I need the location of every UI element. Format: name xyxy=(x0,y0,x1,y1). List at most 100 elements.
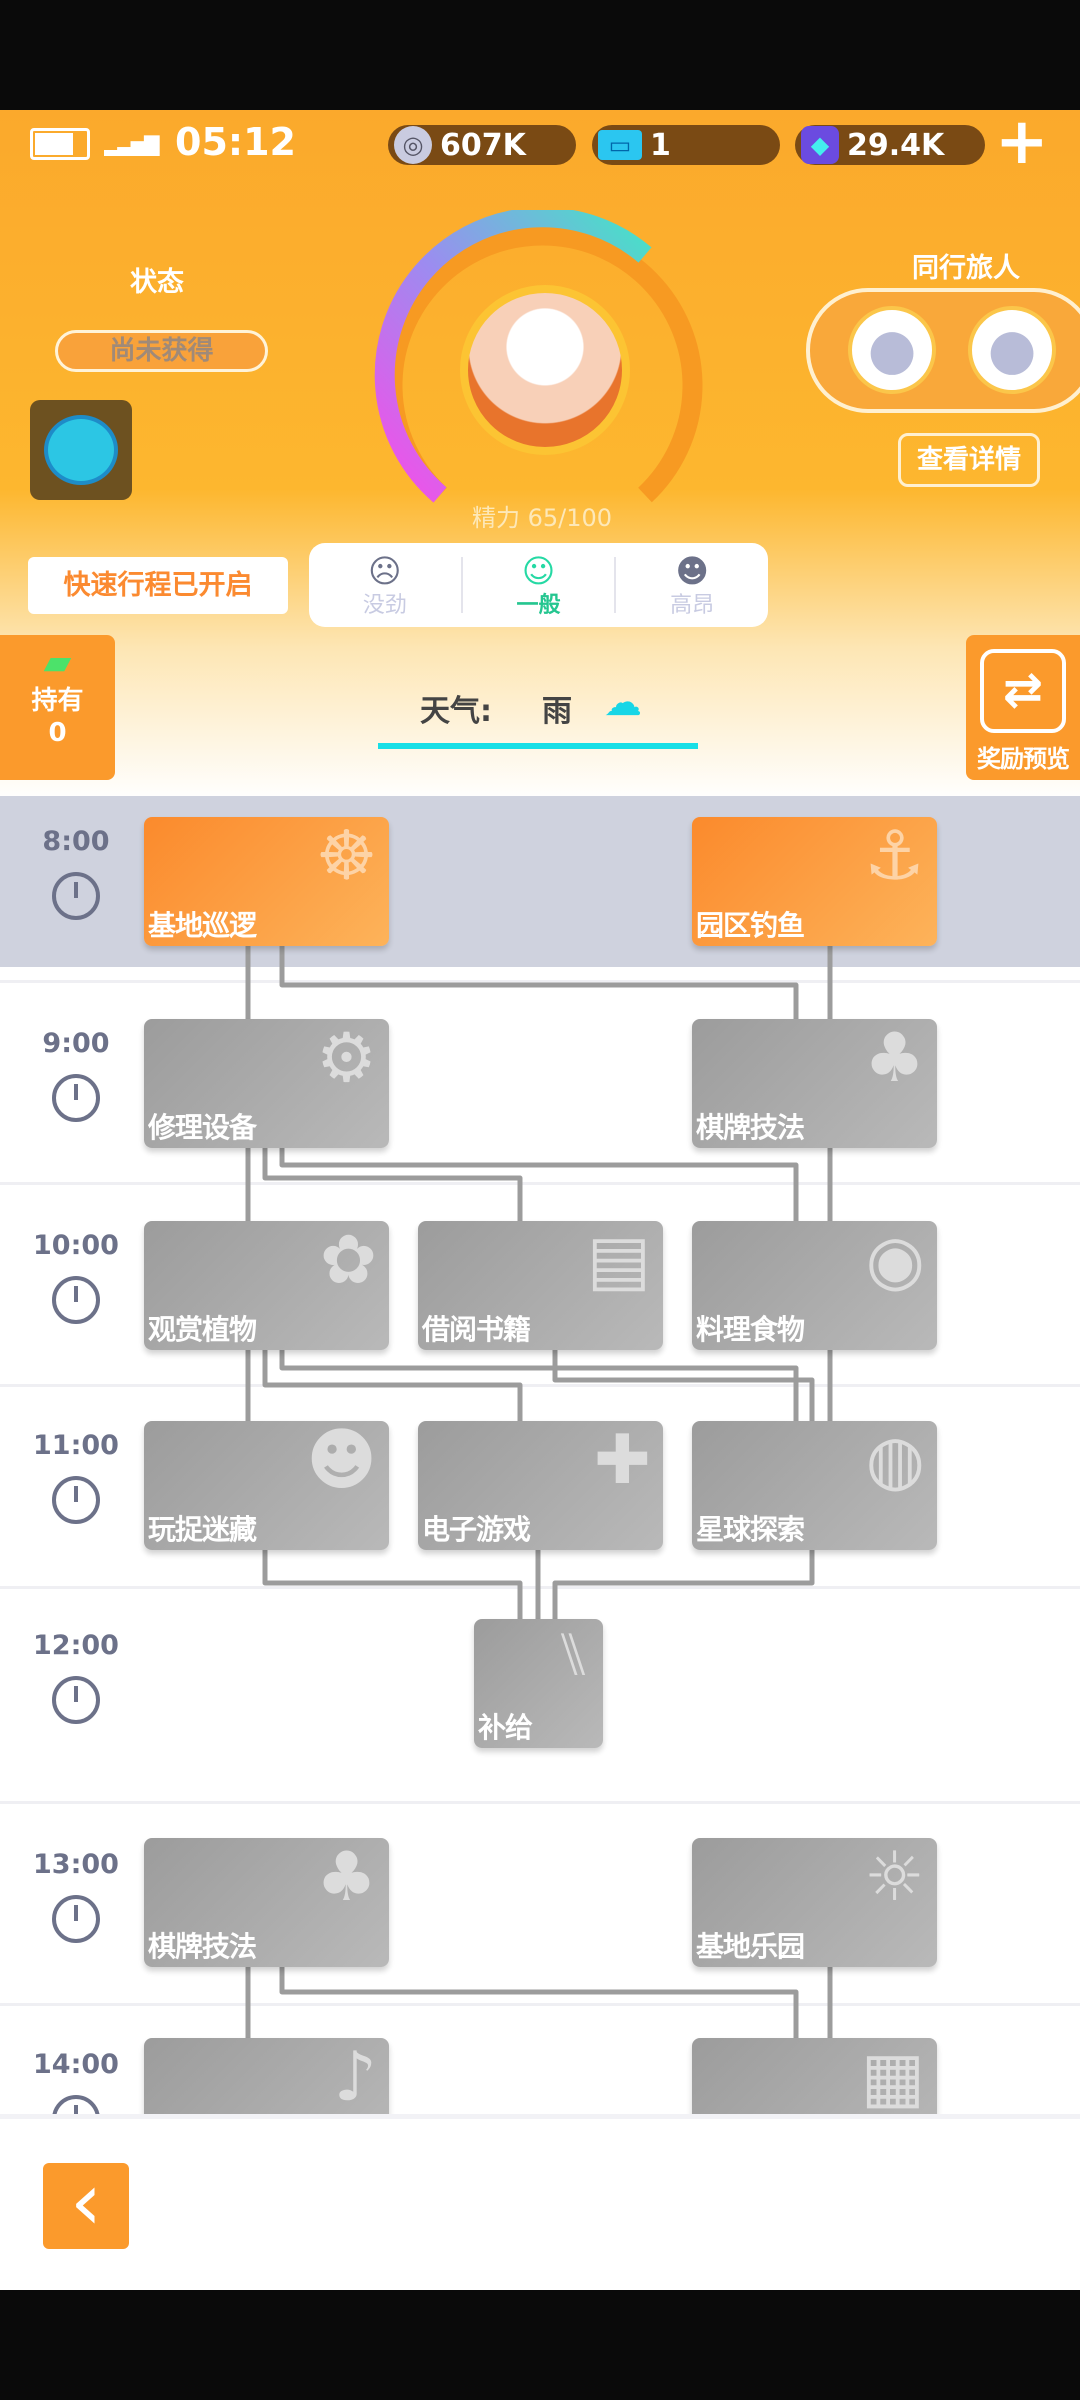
clock-icon xyxy=(52,1074,100,1122)
top-black-bar xyxy=(0,0,1080,110)
spoon-chopsticks-icon: ⑊ xyxy=(555,1620,591,1690)
clock-icon xyxy=(52,1276,100,1324)
weather-label: 天气: xyxy=(420,694,492,729)
clock-time: 05:12 xyxy=(175,120,296,164)
microphone-icon: ♪ xyxy=(333,2038,377,2114)
add-currency-button[interactable]: + xyxy=(995,105,1049,179)
activity-card-cards[interactable]: ♣ 棋牌技法 xyxy=(692,1019,937,1148)
mood-selector: ☹ 没劲 ☺一般 ☻ 高昂 xyxy=(309,543,768,627)
time-label: 8:00 xyxy=(42,826,110,857)
activity-card-cards-2[interactable]: ♣ 棋牌技法 xyxy=(144,1838,389,1967)
activity-label: 借阅书籍 xyxy=(422,1313,531,1346)
puzzle-icon: ▦ xyxy=(860,2038,925,2114)
currency-coin[interactable]: ◎607K xyxy=(388,125,576,165)
mood-option-tired[interactable]: ☹ 没劲 xyxy=(309,550,461,620)
companion-slot-2-icon[interactable]: ● xyxy=(968,306,1056,394)
companion-slot-1-icon[interactable]: ● xyxy=(848,306,936,394)
mood-option-normal[interactable]: ☺一般 xyxy=(463,550,615,620)
time-label: 11:00 xyxy=(33,1430,119,1461)
swap-arrows-icon: ⇄ xyxy=(980,649,1066,733)
hiding-face-icon: ☻ xyxy=(306,1421,377,1500)
quick-trip-button[interactable]: 快速行程已开启 xyxy=(28,557,288,614)
view-details-button[interactable]: 查看详情 xyxy=(898,433,1040,487)
playing-card-icon: ♣ xyxy=(864,1019,925,1098)
status-value-pill: 尚未获得 xyxy=(55,330,268,372)
activity-card-cooking[interactable]: ◉ 料理食物 xyxy=(692,1221,937,1350)
companions-title: 同行旅人 xyxy=(912,253,1020,284)
hold-count: 0 xyxy=(48,718,67,748)
sad-face-icon: ☹ xyxy=(368,552,402,590)
book-icon: ▤ xyxy=(586,1221,651,1300)
activity-card-books[interactable]: ▤ 借阅书籍 xyxy=(418,1221,663,1350)
clock-icon xyxy=(52,1476,100,1524)
reward-preview-button[interactable]: ⇄ 奖励预览 xyxy=(966,635,1080,780)
activity-card-karaoke[interactable]: ♪ xyxy=(144,2038,389,2114)
crystal-value: 29.4K xyxy=(847,127,945,163)
activity-card-planet-explore[interactable]: ◍ 星球探索 xyxy=(692,1421,937,1550)
activity-card-supply[interactable]: ⑊ 补给 xyxy=(474,1619,603,1748)
character-avatar[interactable] xyxy=(460,285,630,455)
activity-card-hide-and-seek[interactable]: ☻ 玩捉迷藏 xyxy=(144,1421,389,1550)
activity-label: 园区钓鱼 xyxy=(696,909,805,942)
gamepad-icon: ✚ xyxy=(594,1421,651,1500)
fish-hook-icon: ⚓ xyxy=(864,817,925,896)
reward-label: 奖励预览 xyxy=(977,745,1070,773)
clock-icon xyxy=(52,872,100,920)
food-icon: ◉ xyxy=(865,1221,925,1300)
mood-label: 没劲 xyxy=(362,593,407,618)
status-title: 状态 xyxy=(130,267,184,298)
row-separator xyxy=(0,980,1080,983)
activity-label: 星球探索 xyxy=(696,1513,805,1546)
grin-face-icon: ☻ xyxy=(675,552,709,590)
activity-label: 玩捉迷藏 xyxy=(148,1513,257,1546)
ferris-wheel-icon: ☼ xyxy=(864,1838,925,1917)
activity-label: 基地巡逻 xyxy=(148,909,257,942)
timeline[interactable]: 8:00 9:00 10:00 11:00 12:00 13:00 14:00 … xyxy=(0,796,1080,2114)
ticket-icon: ▭ xyxy=(598,130,642,160)
currency-ticket[interactable]: ▭1 xyxy=(592,125,780,165)
ticket-value: 1 xyxy=(650,127,671,163)
mood-label: 高昂 xyxy=(670,593,715,618)
row-separator xyxy=(0,1384,1080,1387)
row-separator xyxy=(0,1801,1080,1804)
pacman-chat-button[interactable] xyxy=(30,400,132,500)
potion-icon: ▰ xyxy=(43,642,72,683)
activity-label: 棋牌技法 xyxy=(148,1930,257,1963)
currency-crystal[interactable]: ◆29.4K xyxy=(795,125,985,165)
activity-card-amusement-park[interactable]: ☼基地乐园 xyxy=(692,1838,937,1967)
time-label: 12:00 xyxy=(33,1630,119,1661)
rain-cloud-icon: ☁ xyxy=(604,680,642,724)
signal-icon: ▂▃▅▇ xyxy=(104,132,160,156)
sprout-icon: ✿ xyxy=(320,1221,377,1300)
crystal-icon: ◆ xyxy=(801,126,839,164)
steering-wheel-icon: ☸ xyxy=(316,817,377,896)
activity-label: 修理设备 xyxy=(148,1111,257,1144)
hold-item-button[interactable]: ▰ 持有 0 xyxy=(0,635,115,780)
activity-label: 棋牌技法 xyxy=(696,1111,805,1144)
mood-label: 一般 xyxy=(516,593,561,618)
row-separator xyxy=(0,2003,1080,2006)
weather-underline xyxy=(378,743,698,749)
activity-card-repair[interactable]: ⚙ 修理设备 xyxy=(144,1019,389,1148)
back-button[interactable]: ‹ xyxy=(43,2162,129,2249)
playing-card-icon: ♣ xyxy=(316,1838,377,1917)
activity-card-base-patrol[interactable]: ☸ 基地巡逻 xyxy=(144,817,389,946)
mood-option-excited[interactable]: ☻ 高昂 xyxy=(616,550,768,620)
bottom-black-bar xyxy=(0,2290,1080,2400)
activity-card-puzzle[interactable]: ▦ xyxy=(692,2038,937,2114)
activity-card-video-games[interactable]: ✚电子游戏 xyxy=(418,1421,663,1550)
activity-card-plants[interactable]: ✿观赏植物 xyxy=(144,1221,389,1350)
coin-icon: ◎ xyxy=(394,126,432,164)
clock-icon xyxy=(52,1676,100,1724)
gear-icon: ⚙ xyxy=(316,1019,377,1098)
row-separator xyxy=(0,1182,1080,1185)
activity-label: 补给 xyxy=(478,1711,533,1744)
hold-label: 持有 xyxy=(31,686,84,716)
activity-card-fishing[interactable]: ⚓ 园区钓鱼 xyxy=(692,817,937,946)
footer-bar xyxy=(0,2114,1080,2290)
time-label: 10:00 xyxy=(33,1230,119,1261)
planet-icon: ◍ xyxy=(865,1421,925,1500)
pacman-icon xyxy=(44,415,118,485)
weather-value: 雨 xyxy=(542,694,572,729)
activity-label: 料理食物 xyxy=(696,1313,805,1346)
